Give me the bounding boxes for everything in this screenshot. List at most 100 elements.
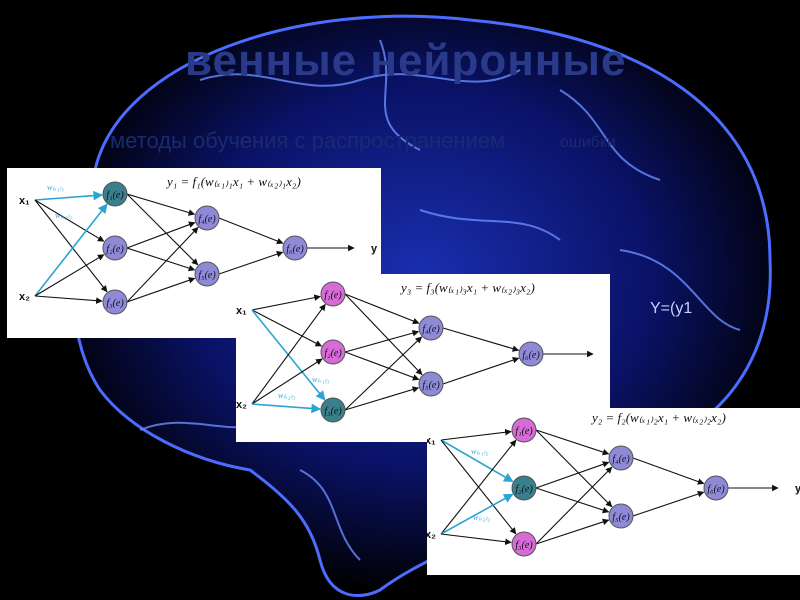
- formula: y₃ = f₃(w₍ₓ₁₎₃x₁ + w₍ₓ₂₎₃x₂): [399, 280, 535, 295]
- output-y-label: y: [371, 243, 378, 255]
- input-x1-label: x₁: [19, 195, 30, 207]
- node-f3-label: f₃(e): [106, 298, 124, 309]
- node-f6-label: f₆(e): [286, 244, 304, 255]
- edge-f2-f5: [126, 247, 196, 272]
- node-f6-label: f₆(e): [522, 350, 540, 361]
- edge-f3-f5: [126, 277, 196, 303]
- edge-f2-f5: [535, 487, 610, 514]
- weight-label-1: w₍ₓ₁₎₂: [471, 447, 488, 456]
- node-f5-label: f₅(e): [198, 270, 216, 281]
- edge-x1-f2: [440, 439, 514, 483]
- node-f6-label: f₆(e): [707, 484, 725, 495]
- input-x1-label: x₁: [236, 305, 247, 317]
- node-f1-circle: [320, 281, 346, 307]
- network-3-svg: f₁(e) f₂(e) f₃(e) f₄(e) f₅(e) f₆(e) x₁ x₂ y y₂ = …: [425, 410, 800, 557]
- formula: y₂ = f₂(w₍ₓ₁₎₂x₁ + w₍ₓ₂₎₂x₂): [590, 410, 726, 425]
- node-f6-circle: [282, 235, 308, 261]
- output-y-label: y: [795, 483, 800, 495]
- node-f5-circle: [418, 371, 444, 397]
- node-f1-circle: [102, 181, 128, 207]
- node-f2-circle: [102, 235, 128, 261]
- text-fragment-2: ошибки: [560, 134, 616, 151]
- edge-f4-f6: [442, 327, 520, 352]
- weight-label-1: w₍ₓ₁₎₁: [47, 183, 64, 192]
- edge-f3-f4: [344, 336, 423, 411]
- node-f4-circle: [194, 205, 220, 231]
- node-f4-label: f₄(e): [198, 214, 216, 225]
- node-f4-label: f₄(e): [612, 454, 630, 465]
- edge-f1-f4: [344, 293, 420, 325]
- edge-f5-f6: [218, 251, 284, 275]
- network-diagram-3: f₁(e) f₂(e) f₃(e) f₄(e) f₅(e) f₆(e) x₁ x₂ y y₂ = …: [425, 408, 800, 575]
- network-2-svg: f₁(e)f₂(e)f₃(e)f₄(e)f₅(e)f₆(e)x₁x₂yy₃ = …: [236, 280, 617, 423]
- edge-f4-f6: [632, 457, 705, 485]
- edge-f1-f4: [535, 429, 610, 456]
- node-f2-label: f₂(e): [515, 484, 533, 495]
- node-f1-label: f₁(e): [515, 426, 533, 437]
- node-f2-circle: [511, 475, 537, 501]
- input-x2-label: x₂: [236, 399, 247, 411]
- node-f2-label: f₂(e): [324, 348, 342, 359]
- network-1-svg: f₁(e) f₂(e) f₃(e) f₄(e) f₅(e) f₆(e) x₁ x₂ y y₁ = …: [19, 174, 378, 315]
- node-f3-circle: [102, 289, 128, 315]
- text-fragment-3: Y=(y1: [650, 300, 693, 317]
- edge-x1-f1: [34, 190, 103, 201]
- node-f3-label: f₃(e): [324, 406, 342, 417]
- weight-label-2: w₍ₓ₂₎₂: [473, 513, 490, 522]
- node-f4-label: f₄(e): [422, 324, 440, 335]
- node-f1-label: f₁(e): [324, 290, 342, 301]
- edge-f1-f5: [344, 293, 423, 376]
- edge-x2-f3: [440, 533, 512, 546]
- edge-x2-f3: [34, 295, 103, 304]
- node-f4-circle: [608, 445, 634, 471]
- slide-title-fragment: венные нейронные: [185, 36, 627, 85]
- node-f2-label: f₂(e): [106, 244, 124, 255]
- edge-f1-f5: [126, 193, 199, 266]
- edge-f2-f4: [344, 329, 420, 353]
- edge-f5-f6: [632, 490, 705, 517]
- edge-x2-f1: [251, 303, 326, 405]
- edge-f5-f6: [442, 356, 520, 385]
- edge-x2-f1: [34, 203, 108, 297]
- text-fragment-1: методы обучения с распространением: [110, 128, 506, 153]
- node-f3-circle: [511, 531, 537, 557]
- edge-f1-f5: [535, 429, 613, 508]
- edge-f2-f4: [535, 461, 610, 489]
- node-f5-label: f₅(e): [422, 380, 440, 391]
- node-f6-circle: [518, 341, 544, 367]
- node-f6-circle: [703, 475, 729, 501]
- input-x1-label: x₁: [427, 435, 436, 447]
- edge-f2-f5: [344, 351, 420, 381]
- input-x2-label: x₂: [19, 291, 30, 303]
- weight-label-2: w₍ₓ₂₎₁: [55, 211, 72, 220]
- node-f2-circle: [320, 339, 346, 365]
- input-x2-label: x₂: [427, 529, 436, 541]
- edge-x2-f3: [251, 403, 321, 414]
- edge-x2-f2: [251, 358, 323, 405]
- edge-x2-f2: [34, 254, 105, 297]
- node-f3-label: f₃(e): [515, 540, 533, 551]
- node-f1-label: f₁(e): [106, 190, 124, 201]
- node-f3-circle: [320, 397, 346, 423]
- edge-x2-f1: [440, 439, 517, 535]
- edge-f4-f6: [218, 217, 284, 245]
- edge-x2-f2: [440, 493, 514, 535]
- edge-f3-f4: [535, 466, 613, 545]
- weight-label-1: w₍ₓ₁₎₃: [312, 375, 329, 384]
- edge-f3-f5: [535, 518, 610, 545]
- node-f5-label: f₅(e): [612, 512, 630, 523]
- edge-f3-f5: [344, 386, 420, 411]
- node-f4-circle: [418, 315, 444, 341]
- edge-x1-f1: [251, 294, 321, 311]
- edge-f3-f4: [126, 226, 199, 303]
- edge-x1-f2: [34, 199, 105, 242]
- edge-x1-f1: [440, 428, 512, 441]
- node-f5-circle: [608, 503, 634, 529]
- edge-x1-f3: [34, 199, 108, 293]
- weight-label-2: w₍ₓ₂₎₃: [278, 391, 295, 400]
- edge-f2-f4: [126, 221, 196, 249]
- formula: y₁ = f₁(w₍ₓ₁₎₁x₁ + w₍ₓ₂₎₁x₂): [165, 174, 301, 189]
- edge-x1-f2: [251, 309, 323, 347]
- node-f1-circle: [511, 417, 537, 443]
